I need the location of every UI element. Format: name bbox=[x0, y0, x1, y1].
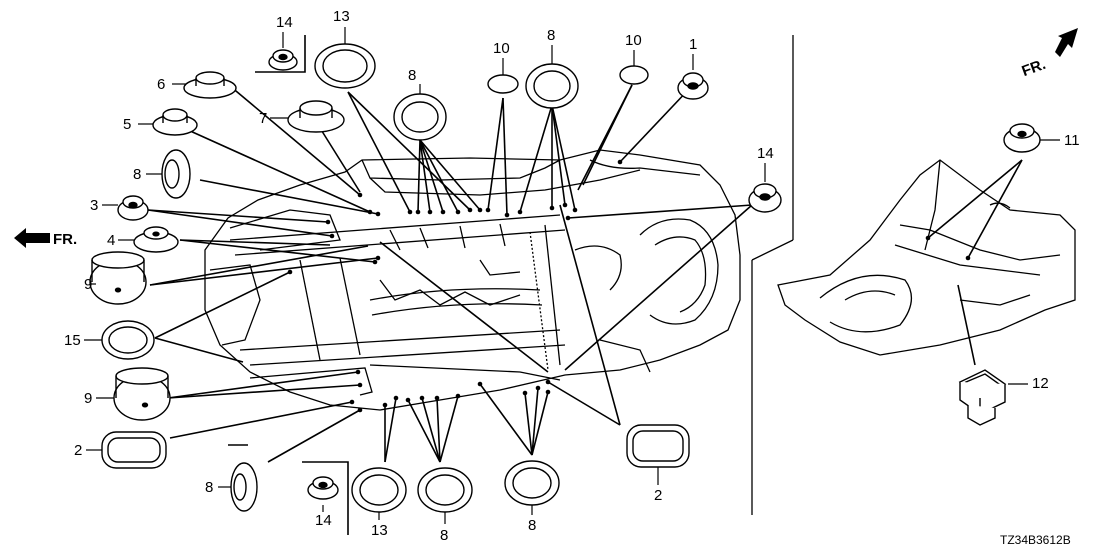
grommet-14-top-icon bbox=[268, 49, 298, 71]
rear-floor-inset bbox=[751, 35, 1076, 515]
grommet-5-icon bbox=[152, 108, 198, 136]
plug-2-right-icon bbox=[626, 424, 690, 468]
callout-10-right: 10 bbox=[625, 32, 642, 49]
plug-13-top-icon bbox=[314, 43, 376, 89]
callout-5: 5 bbox=[123, 116, 131, 133]
callout-3: 3 bbox=[90, 197, 98, 214]
plug-8-bottom-right-icon bbox=[504, 460, 560, 506]
grommet-1-icon bbox=[677, 72, 709, 100]
callout-1: 1 bbox=[689, 36, 697, 53]
plug-2-left-icon bbox=[101, 431, 167, 469]
plug-13-bottom-icon bbox=[351, 467, 407, 513]
callout-8-bottom-right: 8 bbox=[528, 517, 536, 534]
plug-15-icon bbox=[101, 320, 155, 360]
grommet-4-icon bbox=[133, 226, 179, 253]
callout-13-bottom: 13 bbox=[371, 522, 388, 539]
callout-14-bottom: 14 bbox=[315, 512, 332, 529]
callout-8-left: 8 bbox=[133, 166, 141, 183]
grommet-14-right-icon bbox=[748, 183, 782, 213]
plug-8-left-icon bbox=[161, 149, 191, 199]
plug-12-icon bbox=[958, 369, 1007, 426]
seal-10-right-icon bbox=[619, 65, 649, 85]
callout-12: 12 bbox=[1032, 375, 1049, 392]
callout-8-top-left: 8 bbox=[408, 67, 416, 84]
part-code: TZ34B3612B bbox=[1000, 533, 1071, 547]
plug-8-bottom-left-icon bbox=[230, 462, 258, 512]
front-arrow-left: FR. bbox=[14, 228, 77, 248]
grommet-7-icon bbox=[287, 100, 345, 133]
arrow-left-icon bbox=[14, 228, 50, 248]
callout-8-bottom-left: 8 bbox=[205, 479, 213, 496]
callout-14-top: 14 bbox=[276, 14, 293, 31]
callout-13-top: 13 bbox=[333, 8, 350, 25]
grommet-11-icon bbox=[1003, 123, 1041, 153]
grommet-14-bottom-icon bbox=[307, 476, 339, 500]
mount-points bbox=[287, 159, 971, 413]
vehicle-underbody bbox=[204, 149, 741, 411]
grommet-3-icon bbox=[117, 195, 149, 221]
callout-8-top-center: 8 bbox=[547, 27, 555, 44]
leader-lines bbox=[147, 35, 1023, 535]
arrow-up-right-icon bbox=[1055, 28, 1078, 57]
grommet-9-bottom-icon bbox=[113, 367, 171, 421]
plug-8-top-left-icon bbox=[393, 93, 447, 141]
callout-10-left: 10 bbox=[493, 40, 510, 57]
callout-11: 11 bbox=[1064, 132, 1080, 149]
seal-10-left-icon bbox=[487, 74, 519, 94]
grommet-6-icon bbox=[183, 71, 237, 99]
callout-14-right: 14 bbox=[757, 145, 774, 162]
callout-6: 6 bbox=[157, 76, 165, 93]
callout-9-top: 9 bbox=[84, 276, 92, 293]
callout-labels: 14 13 6 7 5 8 3 4 9 15 9 2 8 14 13 8 8 2… bbox=[64, 8, 1080, 544]
callout-ticks bbox=[84, 27, 1060, 524]
callout-2-right: 2 bbox=[654, 487, 662, 504]
callout-8-bottom-center: 8 bbox=[440, 527, 448, 544]
callout-4: 4 bbox=[107, 232, 115, 249]
callout-9-bottom: 9 bbox=[84, 390, 92, 407]
plug-8-top-center-icon bbox=[525, 63, 579, 109]
plug-8-bottom-center-icon bbox=[417, 467, 473, 513]
part-icons bbox=[89, 43, 1041, 513]
fr-label-left: FR. bbox=[53, 231, 77, 248]
grommet-9-top-icon bbox=[89, 251, 147, 305]
front-arrow-right: FR. bbox=[1019, 28, 1078, 80]
callout-15: 15 bbox=[64, 332, 81, 349]
fr-label-right: FR. bbox=[1019, 56, 1048, 80]
callout-2-left: 2 bbox=[74, 442, 82, 459]
callout-7: 7 bbox=[259, 110, 267, 127]
